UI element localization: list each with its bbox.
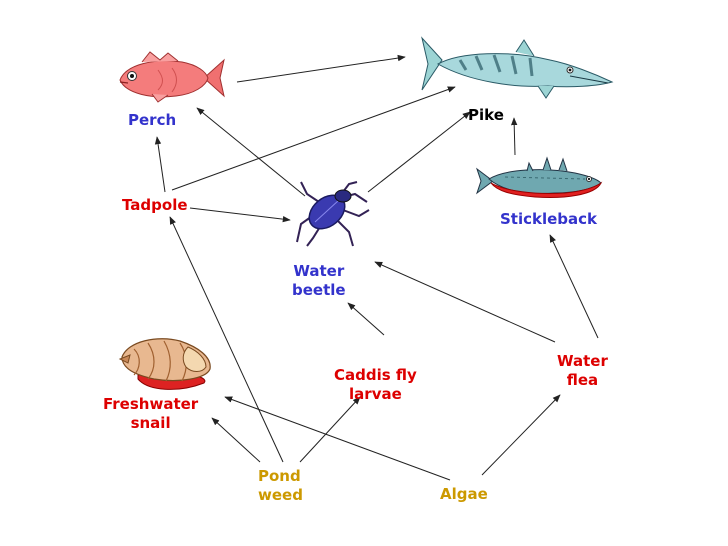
label-water-flea: Water flea [557,352,608,389]
arrow-tadpole-to-pike [171,86,456,191]
arrow-algae-to-snail [224,396,451,481]
arrow-pondweed-to-snail [211,417,261,463]
label-pike: Pike [468,106,504,124]
stickleback-fish-icon [476,156,603,198]
arrow-caddis-to-beetle [347,302,385,336]
arrow-flea-to-beetle [374,261,556,343]
label-freshwater-snail: Freshwater snail [103,395,199,432]
arrow-tadpole-to-perch [154,136,166,193]
label-tadpole: Tadpole [122,196,188,214]
arrow-tadpole-to-beetle [189,207,291,223]
arrow-beetle-to-perch [196,107,306,197]
perch-fish-icon [119,51,225,103]
arrow-beetle-to-pike [367,111,471,193]
label-water-beetle: Water beetle [292,262,346,299]
label-perch: Perch [128,111,177,129]
arrow-flea-to-stickleback [549,234,599,339]
arrow-algae-to-flea [481,394,561,476]
label-algae: Algae [440,485,488,503]
arrow-perch-to-pike [236,54,406,83]
water-beetle-icon [296,181,370,247]
arrow-pondweed-to-tadpole [169,216,284,463]
snail-shell-icon [118,338,211,390]
label-pond-weed: Pond weed [258,467,303,504]
arrow-pondweed-to-caddis [299,396,361,463]
label-stickleback: Stickleback [500,210,598,228]
label-caddis-fly-larvae: Caddis fly larvae [334,366,417,403]
arrow-stickleback-to-pike [510,117,518,156]
pike-fish-icon [421,36,614,99]
